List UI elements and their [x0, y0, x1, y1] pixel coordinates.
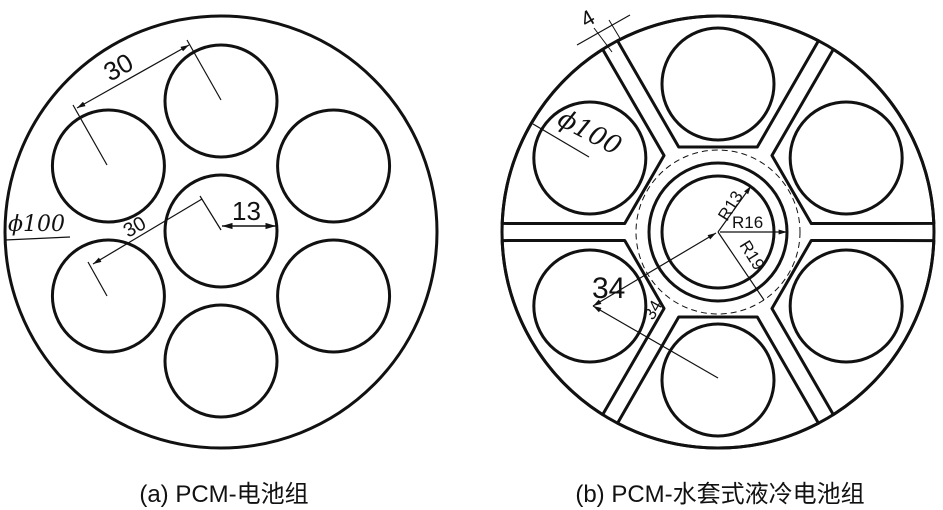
cell-compartments [500, 14, 936, 450]
battery-cell [532, 248, 648, 364]
cell-compartment [770, 238, 936, 417]
dim-pitch-lower: 30 [120, 212, 150, 242]
caption-b: (b) PCM-水套式液冷电池组 [575, 481, 865, 508]
battery-cell [660, 322, 776, 438]
dim-r16: R16 [732, 213, 763, 232]
battery-cell [276, 108, 392, 224]
dim-outer-diameter: ϕ100 [8, 212, 65, 237]
battery-cell [660, 26, 776, 142]
dimension-line [92, 198, 203, 265]
battery-cells [532, 26, 904, 438]
extension-line [72, 104, 108, 166]
dim-rib-width: 4 [576, 5, 599, 33]
outer-casing [3, 14, 439, 450]
panel-a-pcm-pack: 30 30 13 ϕ100 [3, 14, 439, 450]
battery-cell [163, 43, 279, 159]
extension-line [593, 27, 613, 53]
battery-cell [50, 238, 166, 354]
cell-compartment [616, 315, 820, 450]
extension-line [186, 39, 222, 101]
cell-compartment [500, 238, 666, 417]
battery-cell [276, 238, 392, 354]
dimension-line [76, 44, 190, 109]
leader-line [532, 123, 590, 158]
cell-compartment [616, 14, 820, 149]
battery-cell [50, 108, 166, 224]
dimension-line [576, 14, 631, 46]
caption-a: (a) PCM-电池组 [139, 481, 309, 508]
leader-line [4, 236, 71, 241]
cell-compartment [770, 47, 936, 226]
dimension-line [717, 185, 752, 233]
battery-cell [163, 173, 279, 289]
battery-cell [788, 248, 904, 364]
panel-b-water-jacket-pack: 4 ϕ100 R13 R16 R19 34 34 [500, 5, 936, 450]
battery-cell [532, 100, 648, 216]
dimension-line [717, 231, 765, 301]
r19-dashed-circle [635, 149, 801, 315]
extension-line [608, 19, 622, 41]
dimension-line [592, 232, 717, 307]
dim-cell-radius: 13 [232, 196, 261, 226]
dimension-line [592, 305, 719, 379]
dim-outer-diameter: ϕ100 [553, 104, 627, 162]
extension-line [199, 195, 222, 231]
battery-cell [163, 303, 279, 419]
battery-cell [788, 100, 904, 216]
extension-line [87, 261, 108, 297]
dim-r19: R19 [736, 237, 769, 274]
dim-pitch-center: 34 [592, 272, 625, 305]
dim-pitch-top: 30 [98, 47, 138, 87]
battery-cells [50, 43, 392, 419]
cell-compartment [500, 47, 666, 226]
